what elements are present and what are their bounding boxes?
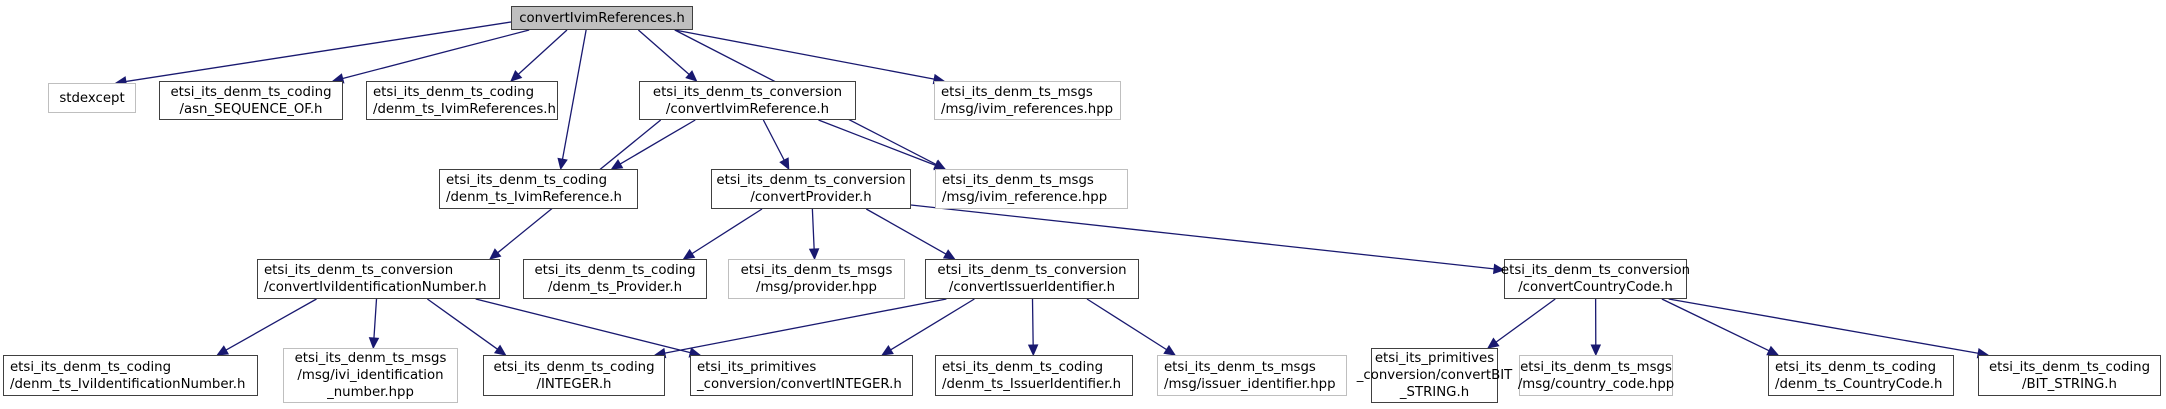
node-label: etsi_its_denm_ts_coding /denm_ts_IvimRef…	[446, 173, 622, 205]
node-label: etsi_its_denm_ts_conversion /convertIssu…	[937, 263, 1127, 295]
graph-node-conv-bitstring[interactable]: etsi_its_primitives _conversion/convertB…	[1357, 348, 1512, 403]
graph-node-conv-issuer[interactable]: etsi_its_denm_ts_conversion /convertIssu…	[925, 259, 1139, 299]
graph-node-integer-h[interactable]: etsi_its_denm_ts_coding /INTEGER.h	[483, 355, 665, 396]
edge-conv_provider-to-conv_country	[910, 204, 1495, 270]
node-label: etsi_its_denm_ts_coding /denm_ts_IvimRef…	[373, 84, 556, 117]
graph-node-ivin-h[interactable]: etsi_its_denm_ts_coding /denm_ts_IviIden…	[3, 355, 258, 396]
graph-node-provider-hpp: etsi_its_denm_ts_msgs /msg/provider.hpp	[728, 259, 905, 299]
edge-root-to-ivimrefs_h	[517, 29, 568, 75]
edge-root-to-ivimrefs_hpp	[674, 29, 935, 80]
arrowhead-icon	[685, 70, 698, 82]
graph-node-stdexcept: stdexcept	[48, 83, 136, 113]
node-label: etsi_its_denm_ts_conversion /convertIviI…	[264, 263, 487, 295]
edge-conv_issuer-to-conv_integer	[890, 298, 975, 351]
graph-node-conv-integer[interactable]: etsi_its_primitives _conversion/convertI…	[690, 355, 913, 396]
arrowhead-icon	[1027, 344, 1039, 357]
edge-conv_issuer-to-issuer_hpp	[1086, 298, 1167, 351]
node-label: etsi_its_denm_ts_msgs /msg/ivim_referenc…	[942, 173, 1108, 205]
edge-conv_country-to-bitstring_h	[1668, 298, 1979, 354]
node-label: etsi_its_denm_ts_msgs /msg/ivim_referenc…	[941, 84, 1114, 117]
node-label: stdexcept	[59, 90, 125, 106]
edge-conv_country-to-conv_bitstring	[1495, 298, 1556, 343]
graph-node-ivin-hpp: etsi_its_denm_ts_msgs /msg/ivi_identific…	[283, 348, 458, 403]
graph-node-provider-h[interactable]: etsi_its_denm_ts_coding /denm_ts_Provide…	[523, 259, 707, 299]
node-label: etsi_its_denm_ts_coding /denm_ts_IviIden…	[10, 359, 246, 392]
arrowhead-icon	[1163, 344, 1177, 356]
node-label: etsi_its_denm_ts_msgs /msg/country_code.…	[1517, 359, 1675, 392]
arrowhead-icon	[881, 345, 894, 356]
edge-conv_issuer-to-issuer_h	[1031, 298, 1034, 346]
edge-conv_ivin-to-conv_integer	[475, 298, 691, 354]
node-label: etsi_its_denm_ts_conversion /convertCoun…	[1500, 263, 1691, 295]
edge-conv_provider-to-provider_h	[691, 208, 763, 255]
edge-conv_issuer-to-integer_h	[664, 298, 947, 354]
node-label: etsi_its_denm_ts_msgs /msg/ivi_identific…	[294, 351, 447, 400]
graph-node-ivimrefs-h[interactable]: etsi_its_denm_ts_coding /denm_ts_IvimRef…	[366, 81, 558, 120]
graph-node-ivimref-hpp: etsi_its_denm_ts_msgs /msg/ivim_referenc…	[935, 169, 1128, 209]
arrowhead-icon	[942, 249, 956, 260]
arrowhead-icon	[1590, 344, 1602, 357]
graph-node-asn-seq[interactable]: etsi_its_denm_ts_coding /asn_SEQUENCE_OF…	[159, 81, 343, 120]
node-label: etsi_its_denm_ts_conversion /convertProv…	[716, 173, 906, 205]
node-label: etsi_its_primitives _conversion/convertI…	[697, 359, 902, 392]
arrowhead-icon	[1492, 263, 1506, 275]
arrowhead-icon	[808, 248, 820, 261]
node-label: etsi_its_denm_ts_coding /INTEGER.h	[493, 359, 655, 392]
edge-root-to-asn_seq	[342, 29, 530, 80]
graph-node-ivimrefs-hpp: etsi_its_denm_ts_msgs /msg/ivim_referenc…	[934, 81, 1121, 120]
arrowhead-icon	[779, 157, 790, 171]
arrowhead-icon	[216, 345, 230, 356]
edge-conv_ivin-to-ivin_h	[225, 298, 317, 351]
node-label: convertIvimReferences.h	[519, 10, 685, 26]
root-node: convertIvimReferences.h	[511, 6, 693, 30]
graph-node-conv-ivin[interactable]: etsi_its_denm_ts_conversion /convertIviI…	[257, 259, 500, 299]
arrowhead-icon	[368, 337, 380, 350]
graph-node-bitstring-h[interactable]: etsi_its_denm_ts_coding /BIT_STRING.h	[1978, 355, 2161, 396]
edge-conv_ivin-to-integer_h	[426, 298, 498, 350]
graph-node-issuer-hpp: etsi_its_denm_ts_msgs /msg/issuer_identi…	[1157, 355, 1347, 396]
node-label: etsi_its_denm_ts_msgs /msg/provider.hpp	[740, 263, 893, 295]
graph-node-ivimref-h[interactable]: etsi_its_denm_ts_coding /denm_ts_IvimRef…	[439, 169, 638, 209]
node-label: etsi_its_denm_ts_coding /denm_ts_Provide…	[534, 263, 696, 295]
edge-root-to-conv_ivimref	[637, 29, 690, 75]
arrowhead-icon	[682, 248, 696, 260]
arrowhead-icon	[1766, 345, 1780, 356]
graph-node-country-hpp: etsi_its_denm_ts_msgs /msg/country_code.…	[1517, 355, 1675, 396]
arrowhead-icon	[493, 344, 507, 356]
graph-node-issuer-h[interactable]: etsi_its_denm_ts_coding /denm_ts_IssuerI…	[935, 355, 1133, 396]
node-label: etsi_its_denm_ts_coding /asn_SEQUENCE_OF…	[170, 84, 332, 117]
arrowhead-icon	[1487, 337, 1500, 349]
edge-conv_ivimref-to-ivimref_hpp	[818, 119, 936, 166]
edge-conv_ivimref-to-conv_provider	[762, 119, 785, 161]
arrowhead-icon	[610, 159, 624, 170]
edge-conv_country-to-country_h	[1661, 298, 1770, 352]
arrowhead-icon	[557, 157, 568, 171]
edge-root-to-stdexcept	[125, 21, 512, 83]
edge-conv_ivimref-to-ivimref_h	[619, 119, 696, 165]
graph-node-country-h[interactable]: etsi_its_denm_ts_coding /denm_ts_Country…	[1768, 355, 1954, 396]
node-label: etsi_its_denm_ts_coding /denm_ts_Country…	[1775, 359, 1943, 392]
arrowhead-icon	[510, 70, 523, 82]
edge-root-to-ivimref_h	[561, 29, 587, 160]
edge-conv_provider-to-provider_hpp	[811, 208, 815, 250]
edge-conv_provider-to-conv_issuer	[865, 208, 947, 255]
arrowhead-icon	[489, 248, 502, 260]
edge-conv_ivin-to-ivin_hpp	[373, 298, 378, 339]
graph-node-conv-provider[interactable]: etsi_its_denm_ts_conversion /convertProv…	[711, 169, 911, 209]
node-label: etsi_its_denm_ts_coding /BIT_STRING.h	[1988, 359, 2151, 392]
graph-node-conv-ivimref[interactable]: etsi_its_denm_ts_conversion /convertIvim…	[639, 81, 856, 120]
node-label: etsi_its_denm_ts_conversion /convertIvim…	[652, 84, 843, 117]
node-label: etsi_its_denm_ts_msgs /msg/issuer_identi…	[1164, 359, 1336, 392]
node-label: etsi_its_primitives _conversion/convertB…	[1356, 351, 1513, 400]
node-label: etsi_its_denm_ts_coding /denm_ts_IssuerI…	[942, 359, 1122, 392]
graph-node-conv-country[interactable]: etsi_its_denm_ts_conversion /convertCoun…	[1500, 259, 1691, 299]
